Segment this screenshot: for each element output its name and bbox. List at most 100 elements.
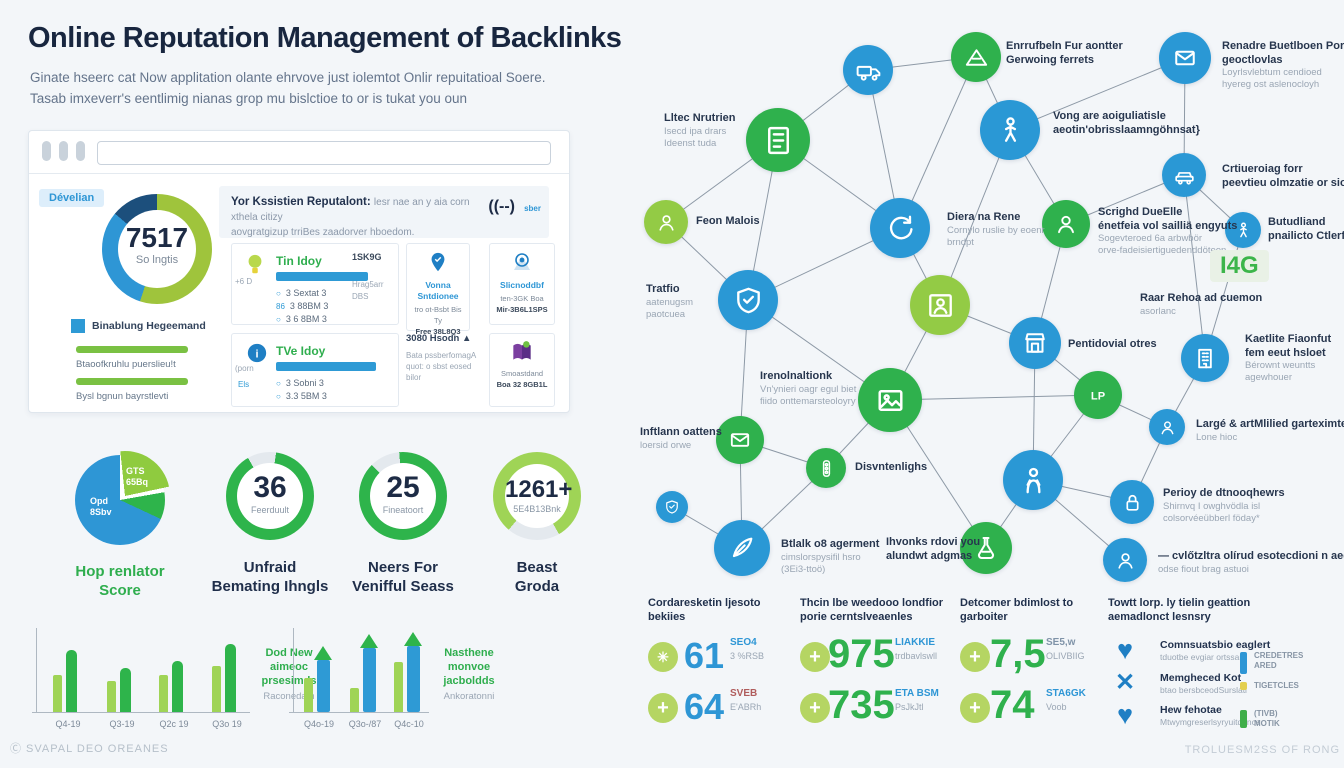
seo-ball-icon: ✳ — [648, 642, 678, 672]
social-item-sub: Mtwymgreserlsyryuitdoncs — [1160, 717, 1261, 727]
progress-bar — [276, 362, 376, 371]
chart-x-label: Q3-19 — [109, 719, 135, 729]
network-label-title: Feon Malois — [696, 215, 760, 227]
bar-dark — [172, 661, 183, 712]
card-title: Slicnoddbf — [500, 280, 544, 290]
walker-icon — [1239, 222, 1247, 237]
network-label-sub: asorlanc — [1140, 305, 1176, 317]
note-line: Bata pssberfomagA — [406, 351, 477, 360]
network-label-sub: cimslorspysifil hsro — [781, 551, 861, 563]
stat-cap: STA6GK — [1046, 688, 1086, 699]
network-label-title: — cvlőtzltra olírud esotecdioni n aeqwur… — [1158, 550, 1344, 562]
metric-card: Slicnoddbf ten-3GK Boa Mir-3B6L1SPS — [489, 243, 555, 325]
card-title: Vonna Sntdionee — [417, 280, 459, 301]
envelope-icon — [1175, 50, 1195, 66]
address-bar-input[interactable] — [97, 141, 551, 165]
network-label-title: Raar Rehoa ad cuemon — [1140, 292, 1263, 304]
network-label-sub: aatenugsm — [646, 296, 694, 308]
card-small: (porn — [235, 364, 254, 373]
stat-sub: PsJkJtl — [895, 702, 924, 712]
chart-x-label: Q3o 19 — [212, 719, 242, 729]
chart-note-sub: Raconedam — [263, 691, 315, 702]
network-node-person-1 — [644, 200, 688, 244]
traffic-icon — [822, 459, 830, 477]
stat-number: 7,5 — [990, 632, 1046, 677]
flask-icon — [978, 537, 994, 559]
network-label-sub: Ideenst tuda — [664, 137, 717, 149]
meter-caption: sber — [524, 204, 541, 213]
bullet-text: 3 Sobni 3 — [285, 378, 324, 388]
network-node-truck — [843, 45, 893, 95]
network-node-building — [1181, 334, 1229, 382]
social-item-title: Comnsuatsbio eaglert — [1160, 639, 1271, 651]
legend-swatch-blue — [71, 319, 85, 333]
mini-legend-label: TIGETCLES — [1254, 681, 1299, 690]
network-node-lp: LP — [1074, 371, 1122, 419]
network-label-sub: Shirnvq I owghvödla isl — [1163, 500, 1261, 512]
network-node-feather — [714, 520, 770, 576]
network-node-mountain — [951, 32, 1001, 82]
stat-value: 1261+ — [505, 476, 573, 504]
network-node-person-3 — [1042, 200, 1090, 248]
progress-bar — [276, 272, 368, 281]
network-label-title: Renadre Buetlboen Pornso — [1222, 40, 1344, 52]
card-bullet: ○3 6 8BM 3 — [276, 314, 327, 324]
chart-x-label: Q4-19 — [55, 719, 81, 729]
network-node-document — [746, 108, 810, 172]
network-label-sub: Sogevteroed 6a arbwbör — [1098, 233, 1203, 244]
building-icon — [1198, 348, 1212, 369]
person-tall-icon — [1026, 467, 1040, 493]
heart-icon: ♥ — [1116, 700, 1134, 730]
chart-x-label: Q3o-/87 — [348, 719, 382, 729]
network-node-flask — [960, 522, 1012, 574]
social-item-sub: tduotbe evgiar ortssars — [1160, 652, 1247, 662]
network-label-title: Disvntenlighs — [855, 461, 928, 473]
network-label-title: Kaetlite Fiaonfut — [1245, 333, 1332, 345]
triangle-icon — [965, 48, 987, 66]
card-title: Tin Idoy — [276, 254, 322, 268]
plus-icon: + — [800, 693, 830, 723]
network-label-sub: Lone hioc — [1196, 431, 1238, 443]
bullet-marker: 86 — [276, 302, 285, 311]
note-title: 3080 Hsodn ▲ — [406, 333, 472, 344]
network-node-shield-wp — [718, 270, 778, 330]
note-line: quot: o sbst eosed bilor — [406, 362, 472, 382]
stat-value: 25 — [386, 471, 420, 505]
social-item-title: Hew fehotae — [1160, 704, 1222, 716]
bar-light — [394, 662, 403, 712]
stat-number: 74 — [990, 683, 1035, 728]
bullet-marker: ○ — [276, 289, 281, 298]
score-label: So lngtis — [135, 254, 179, 266]
card-line: Ty — [434, 316, 442, 325]
network-label-title: Ihvonks rdovi you — [886, 536, 981, 548]
stat-cap: SE5,w — [1046, 637, 1076, 648]
stat-caption: Feerduult — [250, 505, 290, 516]
network-node-lock — [1110, 480, 1154, 524]
network-label-title: Butudliand — [1268, 216, 1326, 228]
stat-value: 36 — [253, 471, 287, 505]
truck-icon — [856, 65, 880, 81]
stat-number: 735 — [828, 683, 895, 728]
network-label-sub: (3Ei3-ttoö) — [781, 563, 826, 575]
heart-icon: ♥ — [1116, 635, 1134, 665]
network-label-title: Vong are aoiguliatisle — [1053, 110, 1166, 122]
feather-icon — [732, 537, 753, 558]
card-right-value: 1SK9G — [352, 252, 382, 262]
